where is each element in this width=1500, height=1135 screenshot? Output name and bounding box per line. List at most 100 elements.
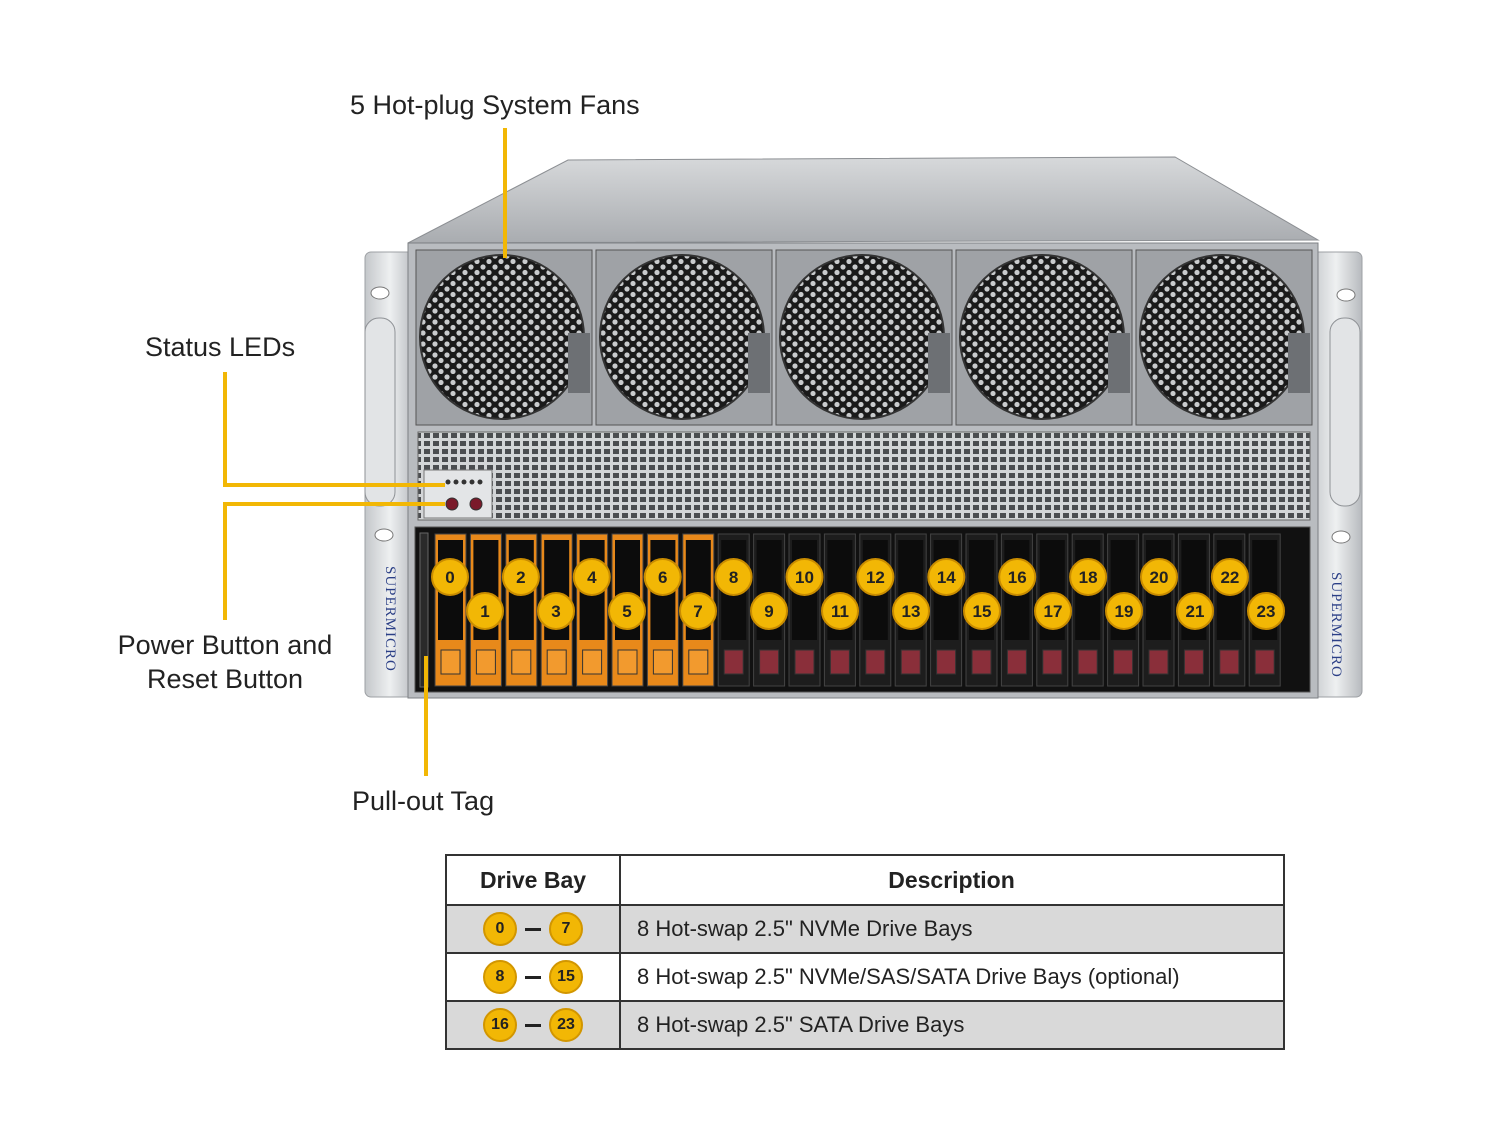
bay-number-badge: 16 — [998, 558, 1037, 596]
drive-bay[interactable] — [1071, 533, 1104, 687]
bay-number-badge: 1 — [466, 592, 504, 630]
bay-number-label: 17 — [1044, 602, 1063, 621]
drive-bay-release-tab — [546, 649, 567, 675]
status-led — [453, 479, 459, 485]
description-cell: 8 Hot-swap 2.5" NVMe Drive Bays — [620, 905, 1285, 954]
bay-number-label: 16 — [1008, 568, 1027, 587]
bay-number-label: 19 — [1115, 602, 1134, 621]
bay-number-badge: 2 — [501, 558, 540, 596]
drive-bay-release-tab — [1042, 649, 1063, 675]
bay-number-label: 6 — [658, 568, 667, 587]
drive-bay-release-tab — [1219, 649, 1240, 675]
drive-bay[interactable] — [1142, 533, 1175, 687]
bay-number-badge: 22 — [1210, 558, 1249, 596]
bay-number-label: 20 — [1150, 568, 1169, 587]
table-row: 8 15 8 Hot-swap 2.5" NVMe/SAS/SATA Drive … — [445, 953, 1285, 1002]
drive-bay-release-tab — [511, 649, 532, 675]
bay-number-label: 18 — [1079, 568, 1098, 587]
bay-number-badge: 11 — [821, 592, 859, 630]
control-panel — [423, 469, 493, 519]
reset-button[interactable] — [469, 497, 483, 511]
pull-out-tag-callout: Pull-out Tag — [352, 786, 495, 816]
bay-number-label: 4 — [587, 568, 597, 587]
fans-callout: 5 Hot-plug System Fans — [350, 90, 640, 120]
bay-number-badge: 5 — [608, 592, 646, 630]
power-reset-leader-horizontal — [223, 502, 445, 506]
drive-bay[interactable] — [434, 533, 467, 687]
bay-number-label: 2 — [516, 568, 525, 587]
bay-number-badge: 21 — [1176, 592, 1214, 630]
drive-bay-release-tab — [1006, 649, 1027, 675]
left-bracket-hole — [370, 286, 390, 300]
fan-module-5 — [1135, 249, 1313, 426]
bay-badge: 7 — [549, 912, 583, 946]
left-bracket-hole — [374, 528, 394, 542]
bay-number-label: 10 — [795, 568, 814, 587]
range-dash — [525, 975, 541, 979]
drive-bay-release-tab — [723, 649, 744, 675]
fans-leader-line — [503, 128, 507, 258]
drive-bay-release-tab — [440, 649, 461, 675]
fan-module-4 — [955, 249, 1133, 426]
fan-module-2 — [595, 249, 773, 426]
drive-bay-release-tab — [829, 649, 850, 675]
drive-bay[interactable] — [788, 533, 821, 687]
drive-bay[interactable] — [646, 533, 679, 687]
bay-number-badge: 12 — [856, 558, 895, 596]
bay-number-badge: 14 — [927, 558, 966, 596]
bay-number-label: 14 — [937, 568, 956, 587]
bay-number-label: 22 — [1220, 568, 1239, 587]
bay-number-badge: 4 — [572, 558, 611, 596]
range-dash — [525, 1023, 541, 1027]
drive-bay-release-tab — [1148, 649, 1169, 675]
bay-number-badge: 20 — [1140, 558, 1178, 596]
bay-badge: 15 — [549, 960, 583, 994]
status-led — [477, 479, 483, 485]
description-cell: 8 Hot-swap 2.5" SATA Drive Bays — [620, 1001, 1285, 1050]
drive-bay-header: Drive Bay — [445, 854, 621, 906]
brand-right: SUPERMICRO — [1328, 572, 1344, 678]
drive-bay[interactable] — [505, 533, 538, 687]
drive-bay[interactable] — [576, 533, 609, 687]
right-bracket-hole — [1336, 288, 1356, 302]
bay-number-label: 15 — [973, 602, 992, 621]
chassis-top-cover — [407, 156, 1320, 244]
power-reset-callout-line1: Power Button and — [117, 630, 333, 660]
drive-bay-release-tab — [759, 649, 780, 675]
bay-number-label: 7 — [693, 602, 702, 621]
status-leds-leader-horizontal — [223, 483, 445, 487]
bay-number-label: 5 — [622, 602, 631, 621]
bay-number-badge: 7 — [679, 592, 717, 630]
right-bracket-hole — [1331, 530, 1351, 544]
bay-number-badge: 8 — [714, 558, 753, 596]
table-header-row: Drive Bay Description — [445, 854, 1285, 906]
drive-bay[interactable] — [1000, 533, 1033, 687]
drive-bay[interactable] — [859, 533, 892, 687]
bay-badge: 8 — [483, 960, 517, 994]
power-button[interactable] — [445, 497, 459, 511]
description-cell: 8 Hot-swap 2.5" NVMe/SAS/SATA Drive Bays… — [620, 953, 1285, 1002]
bay-number-badge: 3 — [537, 592, 575, 630]
front-vent-grille — [417, 431, 1311, 521]
drive-bay[interactable] — [930, 533, 963, 687]
bay-badge: 16 — [483, 1008, 517, 1042]
drive-bay[interactable] — [717, 533, 750, 687]
bay-range-cell: 8 15 — [445, 953, 621, 1002]
power-reset-callout-line2: Reset Button — [146, 664, 304, 694]
drive-bay-release-tab — [1254, 649, 1275, 675]
range-dash — [525, 927, 541, 931]
drive-bay-release-tab — [1077, 649, 1098, 675]
bay-number-badge: 23 — [1247, 592, 1285, 630]
drive-bay-release-tab — [865, 649, 886, 675]
drive-bay-release-tab — [688, 649, 709, 675]
drive-bay-release-tab — [936, 649, 957, 675]
bay-number-badge: 10 — [785, 558, 824, 596]
bay-number-badge: 13 — [892, 592, 930, 630]
drive-bay[interactable] — [1213, 533, 1246, 687]
bay-number-label: 0 — [445, 568, 454, 587]
